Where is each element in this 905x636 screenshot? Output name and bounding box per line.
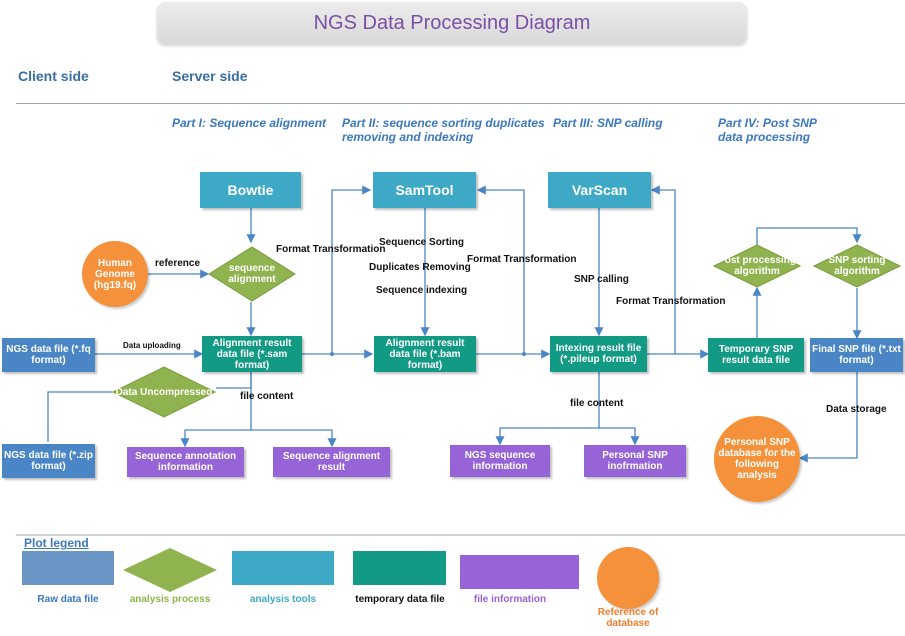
snp-sorting-process: SNP sorting algorithm — [813, 244, 901, 288]
temp-snp-file: Temporary SNP result data file — [708, 338, 804, 372]
ngs-sequence-info: NGS sequence information — [450, 445, 550, 477]
legend-title: Plot legend — [24, 536, 89, 550]
server-side-header: Server side — [172, 68, 248, 84]
edge-pileup-to-varscan — [650, 185, 676, 354]
seq-alignment-result-info: Sequence alignment result — [273, 447, 390, 477]
label-file-content-1: file content — [240, 391, 294, 402]
sequence-alignment-process: sequence alignment — [208, 246, 296, 302]
snp-sorting-label: SNP sorting algorithm — [828, 255, 886, 277]
legend-process-swatch — [123, 548, 217, 592]
varscan-tool: VarScan — [548, 172, 651, 208]
edge-pileup-to-snpinfo — [599, 427, 640, 446]
human-genome-database: Human Genome (hg19.fq) — [82, 241, 148, 307]
top-divider — [16, 103, 905, 104]
label-data-uploading: Data uploading — [123, 341, 181, 350]
part-2-heading: Part II: sequence sorting duplicates rem… — [342, 116, 545, 144]
label-file-content-2: file content — [570, 398, 624, 409]
bam-temp-file: Alignment result data file (*.bam format… — [374, 336, 476, 372]
edge-sam-to-alignresult — [251, 429, 337, 448]
part-4-heading: Part IV: Post SNP data processing — [718, 116, 817, 144]
label-sequence-sorting: Sequence Sorting — [379, 237, 465, 248]
edge-pileup-to-ngsinfo — [495, 372, 600, 446]
personal-snp-info: Personal SNP inofrmation — [584, 445, 686, 477]
legend-process-label: analysis process — [129, 594, 211, 605]
edge-sam-to-samtool — [331, 185, 372, 354]
legend-tool-swatch — [232, 551, 334, 585]
legend-temp-swatch — [353, 551, 446, 585]
label-reference: reference — [155, 258, 201, 269]
ngs-fq-file: NGS data file (*.fq format) — [2, 338, 95, 372]
label-data-storage: Data storage — [826, 404, 887, 415]
data-uncompressed-label: Data Uncompressed — [115, 386, 213, 398]
samtool-tool: SamTool — [373, 172, 476, 208]
legend-info-label: file information — [473, 594, 547, 605]
legend-info-swatch — [460, 555, 579, 589]
edge-post-to-sorting — [756, 227, 862, 245]
page-title: NGS Data Processing Diagram — [157, 2, 747, 44]
label-format-transformation-3: Format Transformation — [616, 296, 726, 307]
legend-database-label: Reference of database — [597, 607, 659, 629]
legend-temp-label: temporary data file — [355, 594, 445, 605]
sam-temp-file: Alignment result data file (*.sam format… — [202, 336, 302, 372]
legend-raw-swatch — [22, 551, 114, 585]
edge-uncompressed-to-zip — [47, 391, 112, 442]
legend-database-swatch — [597, 547, 659, 609]
edge-final-to-db — [798, 372, 858, 463]
part-1-heading: Part I: Sequence alignment — [172, 116, 327, 130]
personal-snp-database: Personal SNP database for the following … — [714, 416, 800, 502]
data-uncompressed-process: Data Uncompressed — [112, 366, 216, 418]
edge-sam-to-annotation — [180, 372, 252, 448]
part-3-heading: Part III: SNP calling — [553, 116, 663, 130]
post-processing-label: Post processing algorithm — [718, 255, 796, 277]
label-snp-calling: SNP calling — [574, 274, 629, 285]
pileup-temp-file: Intexing result file (*.pileup format) — [550, 336, 647, 372]
label-format-transformation-2: Format Transformation — [467, 254, 577, 265]
label-format-transformation-1: Format Transformation — [276, 244, 386, 255]
final-snp-file: Final SNP file (*.txt format) — [810, 338, 903, 372]
post-processing-process: Post processing algorithm — [713, 244, 801, 288]
legend-tool-label: analysis tools — [249, 594, 317, 605]
label-sequence-indexing: Sequence indexing — [376, 285, 468, 296]
seq-annotation-info: Sequence annotation information — [127, 447, 244, 477]
client-side-header: Client side — [18, 68, 89, 84]
ngs-zip-file: NGS data file (*.zip format) — [2, 444, 95, 478]
sequence-alignment-label: sequence alignment — [228, 263, 276, 285]
label-duplicates-removing: Duplicates Removing — [369, 262, 471, 273]
edge-sam-to-uncompressed — [216, 372, 252, 389]
legend-raw-label: Raw data file — [37, 594, 99, 605]
bowtie-tool: Bowtie — [200, 172, 301, 208]
edge-bam-to-samtool — [476, 185, 525, 354]
